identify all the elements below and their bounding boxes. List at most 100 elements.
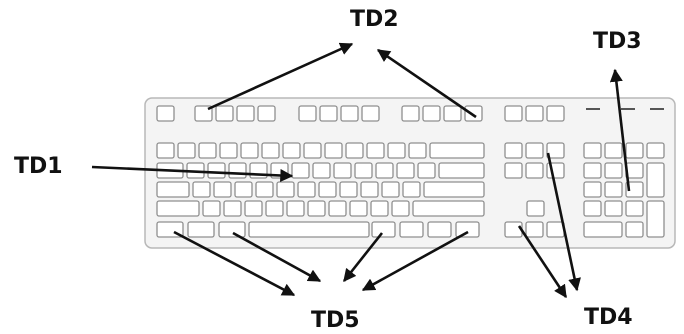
arrow-td2-right	[376, 48, 477, 119]
keyboard-key	[583, 162, 602, 179]
keyboard-key	[504, 105, 523, 122]
keyboard-key	[297, 181, 316, 198]
keyboard-key	[215, 105, 234, 122]
keyboard-key	[546, 105, 565, 122]
keyboard-key	[399, 221, 424, 238]
keyboard-key	[504, 162, 523, 179]
keyboard-key	[525, 221, 544, 238]
keyboard-key	[422, 105, 441, 122]
keyboard-key	[604, 200, 623, 217]
keyboard-key	[265, 200, 284, 217]
keyboard-key	[412, 200, 485, 217]
keyboard-key	[361, 105, 380, 122]
keyboard-key	[240, 142, 259, 159]
keyboard-key	[192, 181, 211, 198]
arrow-td2-left	[207, 42, 354, 111]
keyboard-key	[525, 105, 544, 122]
keyboard-key	[255, 181, 274, 198]
indicator-light	[586, 108, 600, 110]
keyboard-key	[525, 162, 544, 179]
keyboard-key	[307, 200, 326, 217]
keyboard-key	[333, 162, 352, 179]
keyboard-key	[370, 200, 389, 217]
keyboard-key	[371, 221, 396, 238]
arrow-td3	[609, 68, 631, 192]
keyboard-key	[417, 162, 436, 179]
keyboard-key	[345, 142, 364, 159]
indicator-light	[621, 108, 635, 110]
keyboard-key	[324, 142, 343, 159]
keyboard-key	[646, 200, 665, 238]
keyboard-key	[583, 181, 602, 198]
keyboard-key	[177, 142, 196, 159]
keyboard-key	[366, 142, 385, 159]
arrow-td1	[91, 165, 294, 182]
keyboard-key	[401, 105, 420, 122]
keyboard-key	[244, 200, 263, 217]
keyboard-key	[156, 105, 175, 122]
label-td5: TD5	[311, 308, 360, 333]
keyboard-key	[438, 162, 485, 179]
keyboard-key	[583, 200, 602, 217]
keyboard-key	[339, 181, 358, 198]
label-td1: TD1	[14, 154, 63, 179]
keyboard-key	[402, 181, 421, 198]
keyboard-key	[228, 162, 247, 179]
keyboard-key	[646, 142, 665, 159]
label-td4: TD4	[584, 305, 633, 330]
keyboard-key	[318, 181, 337, 198]
keyboard-key	[156, 200, 200, 217]
indicator-light	[650, 108, 664, 110]
keyboard-key	[187, 221, 215, 238]
keyboard-key	[583, 142, 602, 159]
keyboard-key	[375, 162, 394, 179]
keyboard-key	[504, 221, 523, 238]
keyboard-key	[604, 162, 623, 179]
keyboard-key	[276, 181, 295, 198]
keyboard-key	[604, 181, 623, 198]
keyboard-key	[526, 200, 545, 217]
arrow-td4-a	[546, 152, 581, 292]
keyboard-key	[646, 162, 665, 198]
keyboard-key	[156, 181, 190, 198]
keyboard-key	[156, 142, 175, 159]
keyboard-key	[282, 142, 301, 159]
keyboard-key	[349, 200, 368, 217]
keyboard-key	[396, 162, 415, 179]
keyboard-key	[625, 200, 644, 217]
keyboard-key	[202, 200, 221, 217]
keyboard-key	[381, 181, 400, 198]
keyboard-key	[354, 162, 373, 179]
keyboard-key	[198, 142, 217, 159]
keyboard-key	[194, 105, 213, 122]
keyboard-key	[546, 221, 565, 238]
keyboard-key	[291, 162, 310, 179]
keyboard-key	[360, 181, 379, 198]
keyboard-key	[625, 181, 644, 198]
keyboard-key	[604, 142, 623, 159]
keyboard-key	[257, 105, 276, 122]
arrow-td5-c	[342, 232, 384, 283]
keyboard-key	[625, 142, 644, 159]
keyboard-key	[213, 181, 232, 198]
keyboard-key	[319, 105, 338, 122]
label-td2: TD2	[350, 7, 399, 32]
arrow-td5-d	[361, 230, 469, 292]
keyboard-key	[298, 105, 317, 122]
keyboard-key	[303, 142, 322, 159]
keyboard-key	[429, 142, 485, 159]
keyboard-key	[312, 162, 331, 179]
arrow-td5-a	[173, 230, 296, 297]
keyboard-key	[340, 105, 359, 122]
keyboard-key	[234, 181, 253, 198]
keyboard-key	[625, 221, 644, 238]
keyboard-key	[408, 142, 427, 159]
arrow-td4-b	[517, 225, 568, 299]
keyboard-key	[261, 142, 280, 159]
keyboard-key	[248, 221, 370, 238]
keyboard-key	[464, 105, 483, 122]
keyboard-key	[328, 200, 347, 217]
keyboard-key	[286, 200, 305, 217]
